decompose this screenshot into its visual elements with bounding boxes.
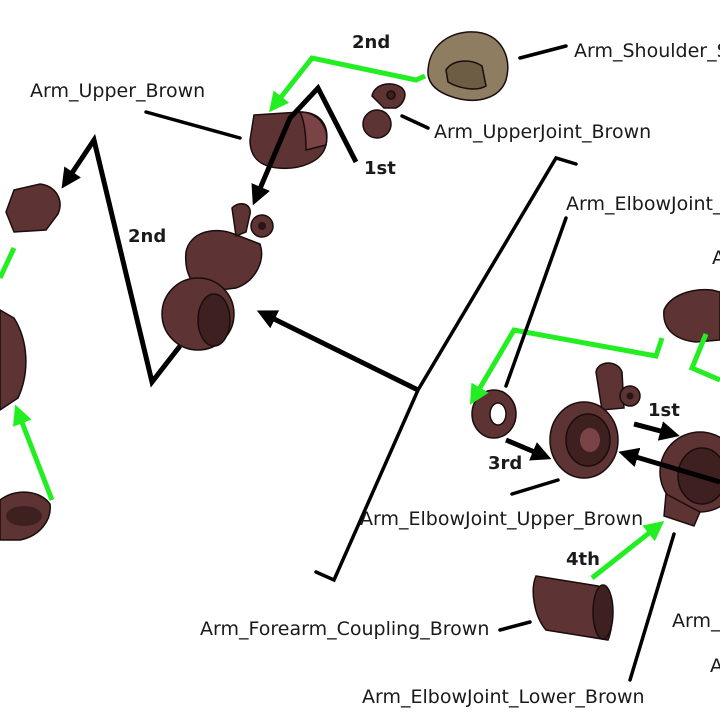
elbow-assembly-part [161, 203, 274, 351]
label-cut-right-1: Arm_ [672, 610, 720, 632]
leader-elbowjoint-upper [510, 478, 560, 496]
leader-upperjoint [400, 114, 430, 130]
shoulder-cutout [445, 60, 487, 90]
washer-part [471, 389, 517, 439]
leader-forearm [498, 620, 532, 632]
label-arm-shoulder: Arm_Shoulder_S [574, 40, 720, 62]
label-arm-elbowjoint-top: Arm_ElbowJoint_ [566, 193, 720, 215]
step-first-right: 1st [648, 400, 680, 421]
upperjoint-part [362, 83, 406, 139]
step-fourth: 4th [566, 549, 600, 570]
green-arrow-left-2 [12, 404, 55, 501]
green-arrow-elbowtop-to-washer [469, 327, 665, 405]
label-arm-elbowjoint-lower: Arm_ElbowJoint_Lower_Brown [362, 686, 645, 708]
label-cut-right-3: A [712, 247, 720, 269]
black-arrow-first-right [633, 421, 680, 441]
black-arrow-bracket-pointer [256, 310, 420, 393]
step-third: 3rd [488, 453, 522, 474]
step-second-top: 2nd [352, 32, 390, 53]
green-arrow-coupling [590, 521, 665, 580]
black-arrow-washer [505, 437, 552, 461]
label-arm-upperjoint: Arm_UpperJoint_Brown [434, 121, 651, 143]
label-arm-forearm-coupling: Arm_Forearm_Coupling_Brown [200, 618, 489, 640]
leader-shoulder [518, 44, 568, 60]
elbowjoint-upper-part [549, 362, 641, 479]
leader-upper [144, 110, 242, 140]
assembly-bracket [314, 155, 578, 583]
forearm-coupling-part [532, 575, 614, 641]
step-first-top: 1st [364, 158, 396, 179]
leader-elbowjoint-lower [628, 532, 676, 682]
arm-upper-part [249, 111, 328, 170]
green-arrow-right-cut [688, 333, 720, 383]
shoulder-part [427, 31, 509, 101]
leader-elbowjoint-top [504, 216, 568, 388]
green-arrow-left-1 [0, 246, 17, 280]
label-cut-right-2: A [710, 655, 720, 677]
label-arm-elbowjoint-upper: Arm_ElbowJoint_Upper_Brown [360, 508, 643, 530]
elbow-top-part [663, 288, 720, 343]
black-arrow-lower-to-upper [618, 447, 720, 485]
black-arrow-left-zigzag [61, 133, 182, 388]
label-arm-upper: Arm_Upper_Brown [30, 80, 205, 102]
green-arrow-shoulder-to-upper [269, 55, 427, 113]
left-partial-parts [0, 183, 61, 541]
step-second-left: 2nd [128, 226, 166, 247]
